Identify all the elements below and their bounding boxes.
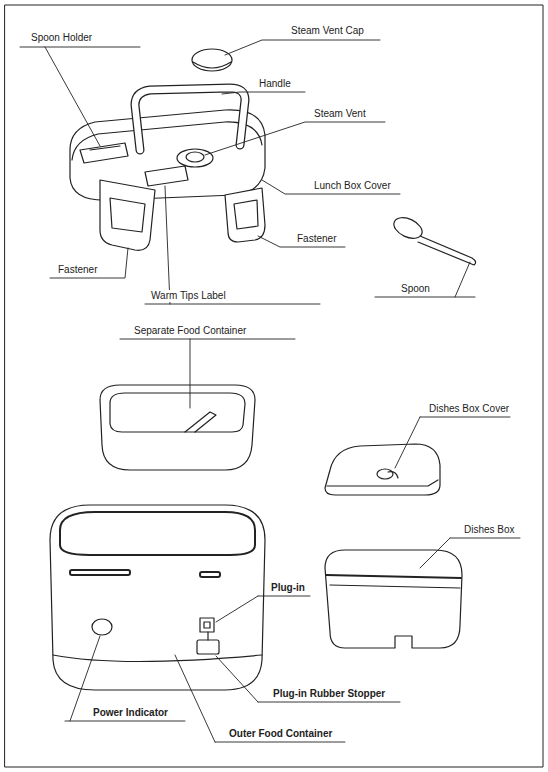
leader-line bbox=[262, 180, 400, 194]
separate-food-container bbox=[100, 385, 255, 470]
part-label: Steam Vent bbox=[313, 108, 367, 120]
dishes-box-cover bbox=[388, 472, 398, 478]
leader-line bbox=[50, 248, 128, 278]
separate-food-container bbox=[185, 412, 216, 432]
part-label: Power Indicator bbox=[92, 707, 169, 719]
dishes-box-cover bbox=[377, 469, 393, 479]
leader-line bbox=[65, 636, 185, 721]
plug-in-rubber-stopper bbox=[197, 632, 219, 654]
part-label: Plug-in bbox=[270, 582, 306, 594]
part-label: Steam Vent Cap bbox=[290, 25, 365, 37]
dishes-box-cover bbox=[325, 444, 440, 495]
plug-in bbox=[200, 618, 214, 632]
leader-line bbox=[205, 122, 385, 155]
spoon bbox=[418, 236, 476, 265]
spoon bbox=[391, 214, 476, 265]
lunch-box-cover bbox=[70, 110, 265, 200]
power-indicator bbox=[92, 619, 112, 635]
handle bbox=[135, 88, 245, 150]
fastener bbox=[225, 188, 265, 242]
separate-food-container bbox=[110, 393, 245, 432]
leader-line bbox=[225, 40, 380, 55]
part-label: Fastener bbox=[296, 233, 337, 245]
part-label: Handle bbox=[258, 78, 292, 90]
part-label: Spoon Holder bbox=[30, 32, 93, 44]
handle bbox=[135, 88, 245, 150]
part-label: Fastener bbox=[57, 264, 98, 276]
part-label: Spoon bbox=[400, 283, 431, 295]
plug-in bbox=[204, 622, 210, 628]
steam-vent bbox=[186, 152, 204, 162]
part-label: Dishes Box Cover bbox=[428, 403, 510, 415]
power-indicator bbox=[92, 619, 112, 635]
steam-vent-cap bbox=[192, 49, 232, 71]
outer-food-container bbox=[53, 655, 262, 662]
outer-food-container bbox=[200, 572, 220, 577]
page-frame bbox=[5, 5, 543, 767]
steam-vent-cap bbox=[192, 49, 232, 71]
fastener bbox=[100, 180, 155, 250]
fastener bbox=[110, 198, 145, 232]
leader-line bbox=[145, 186, 320, 304]
lunch-box-cover bbox=[70, 110, 265, 200]
plug-in bbox=[200, 618, 214, 632]
leader-line bbox=[395, 417, 510, 468]
handle bbox=[135, 88, 245, 150]
steam-vent bbox=[177, 149, 213, 167]
outer-food-container bbox=[60, 512, 255, 555]
leader-line bbox=[20, 47, 140, 146]
dishes-box bbox=[330, 585, 460, 588]
dishes-box-cover bbox=[327, 480, 438, 486]
part-label: Plug-in Rubber Stopper bbox=[272, 688, 386, 700]
part-label: Outer Food Container bbox=[228, 728, 333, 740]
part-label: Warm Tips Label bbox=[150, 290, 227, 302]
steam-vent bbox=[177, 149, 213, 167]
part-label: Separate Food Container bbox=[133, 325, 247, 337]
lunch-box-cover bbox=[145, 166, 188, 186]
part-label: Dishes Box bbox=[463, 524, 516, 536]
dishes-box bbox=[326, 575, 461, 578]
leader-line bbox=[216, 596, 310, 622]
leader-line bbox=[375, 262, 475, 297]
lunch-box-cover bbox=[90, 146, 120, 150]
fastener bbox=[234, 200, 258, 229]
outer-food-container bbox=[50, 505, 265, 690]
leader-line bbox=[222, 92, 305, 94]
dishes-box-cover bbox=[325, 444, 440, 495]
dishes-box bbox=[325, 550, 462, 648]
lunch-box-cover bbox=[80, 143, 128, 163]
leader-line bbox=[420, 538, 520, 568]
leader-line bbox=[216, 656, 400, 702]
outer-food-container bbox=[70, 570, 130, 575]
dishes-box bbox=[325, 550, 462, 648]
fastener bbox=[100, 180, 265, 250]
part-label: Lunch Box Cover bbox=[313, 180, 392, 192]
separate-food-container bbox=[100, 385, 255, 470]
plug-in-rubber-stopper bbox=[207, 632, 208, 640]
leader-line bbox=[120, 339, 295, 408]
outer-food-container bbox=[50, 505, 265, 690]
plug-in-rubber-stopper bbox=[197, 640, 219, 654]
lunch-box-cover bbox=[72, 122, 262, 160]
leader-line bbox=[20, 40, 520, 742]
steam-vent-cap bbox=[193, 62, 231, 68]
